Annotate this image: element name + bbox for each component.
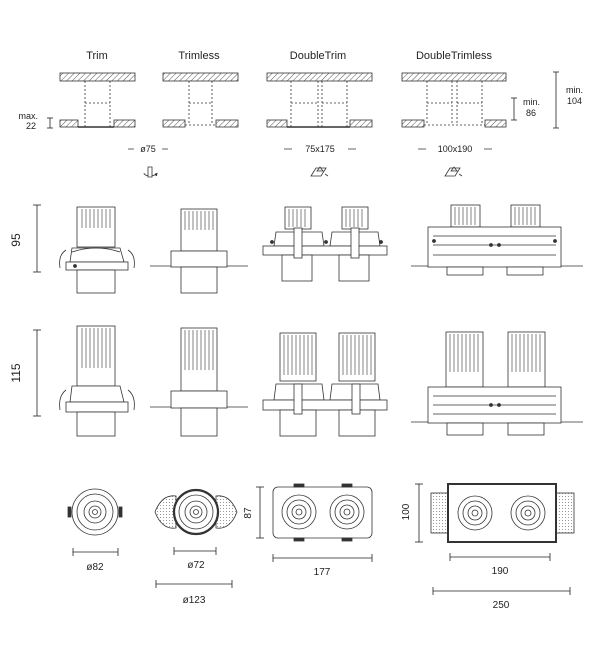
footprint-dim-trimless-inner xyxy=(173,547,217,555)
height-value-115: 115 xyxy=(9,363,23,382)
column-title-trim: Trim xyxy=(86,50,108,62)
column-title-trimless: Trimless xyxy=(178,50,220,62)
footprint-trimless xyxy=(154,488,238,536)
tilt-icon xyxy=(310,166,329,177)
ceiling-section-trimless xyxy=(162,72,239,128)
footprint-dim-double-trimless-outer xyxy=(432,587,571,595)
rotate-tilt-icon xyxy=(143,166,158,178)
height-dim-115 xyxy=(33,329,41,417)
footprint-dim-double-trimless-height xyxy=(415,483,423,543)
side-view-double-trim-95 xyxy=(262,206,388,282)
side-view-double-trimless-95 xyxy=(411,204,583,276)
footprint-double-trimless xyxy=(430,483,575,543)
cutout-double-trim-size: 75x175 xyxy=(305,144,335,154)
side-view-trimless-115 xyxy=(150,327,248,437)
footprint-trim xyxy=(67,488,123,536)
footprint-double-trimless-height: 100 xyxy=(401,503,412,520)
side-view-trimless-95 xyxy=(150,208,248,294)
max-thickness-label: max. xyxy=(18,111,38,121)
ceiling-section-double-trimless xyxy=(401,72,507,128)
tilt-icon xyxy=(444,166,463,177)
footprint-trimless-outer: ø123 xyxy=(183,595,206,606)
min-86-marker xyxy=(511,97,517,121)
footprint-dim-trimless-outer xyxy=(155,580,233,588)
min-104-label: min. xyxy=(566,85,583,95)
column-title-double-trimless: DoubleTrimless xyxy=(416,50,493,62)
footprint-double-trimless-width: 190 xyxy=(492,566,509,577)
footprint-dim-double-trim-width xyxy=(272,554,373,562)
footprint-trimless-inner: ø72 xyxy=(187,560,205,571)
footprint-trim-diameter: ø82 xyxy=(86,562,104,573)
cutout-double-trimless-size: 100x190 xyxy=(438,144,473,154)
height-dim-95 xyxy=(33,204,41,273)
ceiling-section-trim xyxy=(59,72,136,128)
footprint-double-trim xyxy=(272,483,373,542)
ceiling-section-double-trim xyxy=(266,72,373,128)
height-value-95: 95 xyxy=(9,233,23,247)
max-thickness-marker xyxy=(47,117,53,129)
footprint-double-trim-height: 87 xyxy=(243,507,254,519)
footprint-double-trim-width: 177 xyxy=(314,567,331,578)
min-104-value: 104 xyxy=(567,96,582,106)
side-view-trim-115 xyxy=(59,325,135,437)
side-view-double-trimless-115 xyxy=(411,331,583,436)
footprint-double-trimless-outer: 250 xyxy=(493,600,510,611)
max-thickness-value: 22 xyxy=(26,121,36,131)
min-86-label: min. xyxy=(523,97,540,107)
min-86-value: 86 xyxy=(526,108,536,118)
side-view-trim-95 xyxy=(59,206,135,294)
footprint-dim-trim xyxy=(72,548,119,556)
side-view-double-trim-115 xyxy=(262,332,388,437)
min-104-marker xyxy=(553,71,559,129)
footprint-dim-double-trim-height xyxy=(256,486,264,539)
cutout-trim-diameter: ø75 xyxy=(140,144,156,154)
column-title-double-trim: DoubleTrim xyxy=(290,50,346,62)
footprint-dim-double-trimless-width xyxy=(449,553,551,561)
